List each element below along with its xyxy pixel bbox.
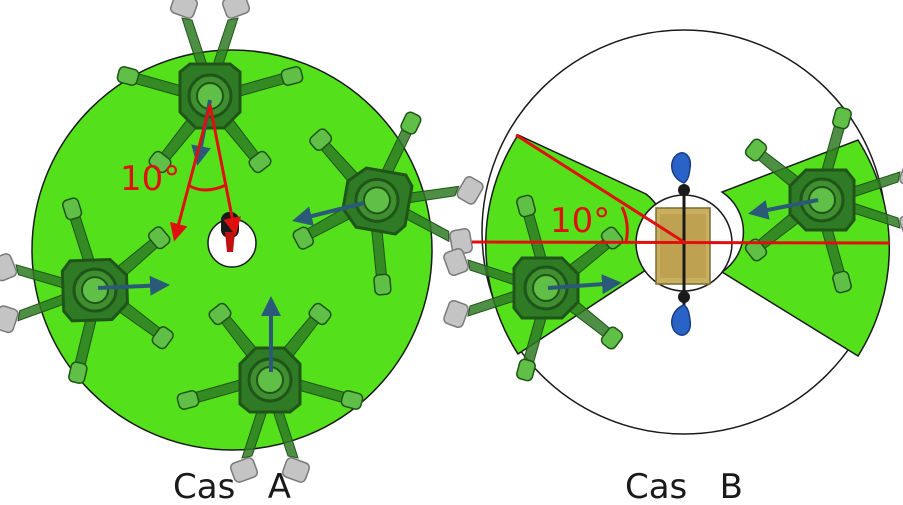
horizontal-axis-line [471, 240, 891, 245]
caption-b: Cas B [625, 467, 743, 505]
wooden-block-icon [655, 184, 711, 305]
cone-ray-right [208, 104, 242, 236]
panel-b: 10° Cas B [440, 29, 903, 505]
cone-ray-left [169, 104, 212, 242]
angle-arc [620, 206, 629, 243]
robot-heading-arrow [292, 201, 365, 226]
caption-a: Cas A [173, 467, 291, 505]
robot-heading-arrow [97, 275, 170, 296]
angle-arc [187, 183, 227, 192]
gripper-bottom-icon [671, 304, 692, 336]
robot-heading-arrow [547, 274, 622, 295]
cone-ray [515, 133, 685, 244]
robot-heading-arrow [748, 198, 819, 220]
angle-label-b: 10° [550, 201, 610, 241]
panel-a: 10° Cas A [0, 0, 497, 505]
angle-label-a: 10° [120, 159, 180, 199]
gripper-top-icon [671, 152, 692, 184]
